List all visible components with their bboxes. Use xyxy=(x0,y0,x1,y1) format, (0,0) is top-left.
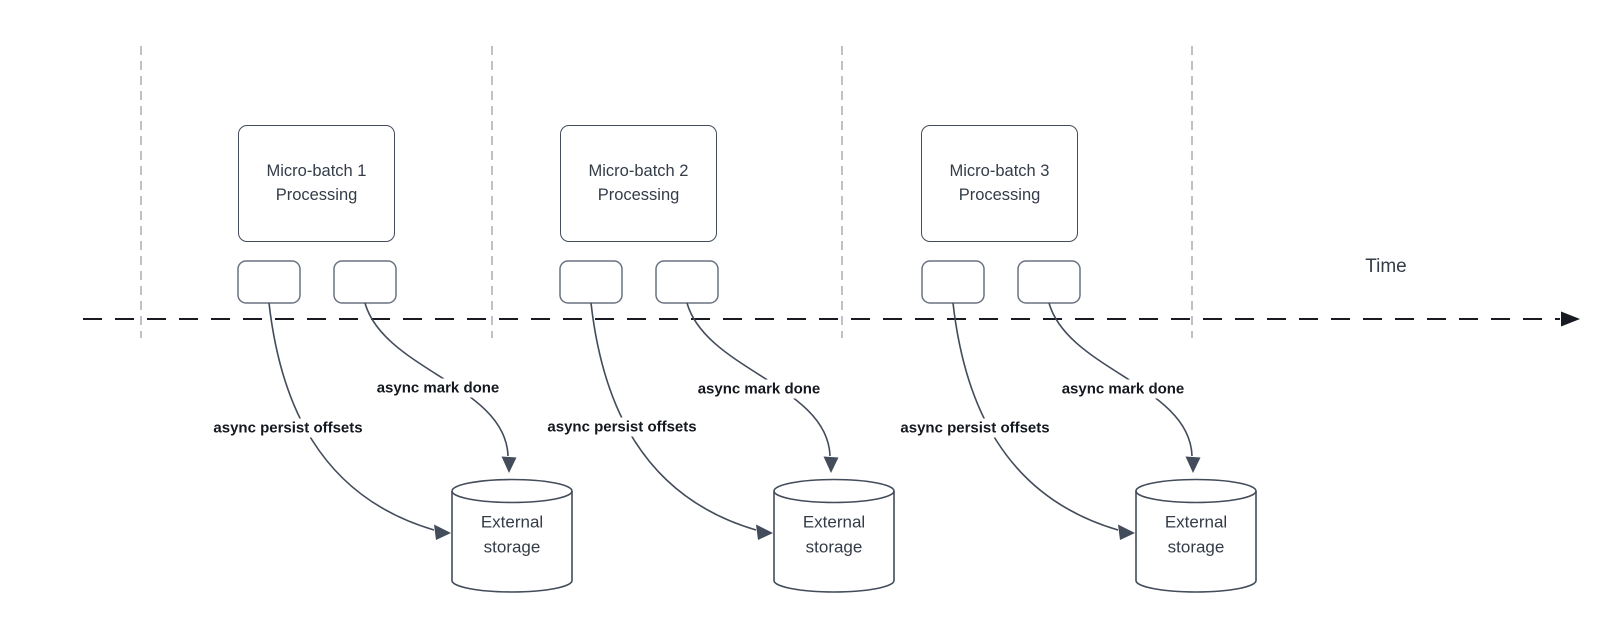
mark-done-arrowhead-icon xyxy=(501,456,517,473)
persist-offsets-label: async persist offsets xyxy=(897,418,1053,438)
micro-batch-2-processing-box: Micro-batch 2 Processing xyxy=(560,125,717,242)
mark-done-arrowhead-icon xyxy=(1185,456,1201,473)
external-storage-cylinder-lid xyxy=(1135,490,1257,504)
mark-done-box xyxy=(333,260,397,304)
micro-batch-2-title: Micro-batch 2 Processing xyxy=(588,162,689,204)
mark-done-box xyxy=(655,260,719,304)
external-storage-cylinder xyxy=(1135,478,1257,593)
mark-done-arrow xyxy=(364,302,509,457)
external-storage-label: External storage xyxy=(1164,512,1228,556)
persist-offsets-arrowhead-icon xyxy=(756,524,773,540)
persist-offsets-box xyxy=(921,260,985,304)
mark-done-arrowhead-icon xyxy=(823,456,839,473)
mark-done-arrow xyxy=(1048,302,1193,457)
micro-batch-3-title: Micro-batch 3 Processing xyxy=(949,162,1050,204)
section-1-graphics xyxy=(237,260,573,593)
persist-offsets-arrow xyxy=(268,302,435,531)
time-axis-arrowhead-icon xyxy=(1561,311,1580,327)
persist-offsets-arrow xyxy=(590,302,757,531)
persist-offsets-label: async persist offsets xyxy=(210,418,366,438)
mark-done-arrow xyxy=(686,302,831,457)
external-storage-cylinder-lid xyxy=(451,490,573,504)
micro-batch-3-processing-box: Micro-batch 3 Processing xyxy=(921,125,1078,242)
external-storage-label: External storage xyxy=(802,512,866,556)
mark-done-label: async mark done xyxy=(694,379,824,399)
micro-batch-1-processing-box: Micro-batch 1 Processing xyxy=(238,125,395,242)
persist-offsets-arrowhead-icon xyxy=(434,524,451,540)
persist-offsets-box xyxy=(237,260,301,304)
time-axis-label: Time xyxy=(1365,256,1407,277)
mark-done-label: async mark done xyxy=(373,378,503,398)
external-storage-cylinder-lid xyxy=(773,490,895,504)
external-storage-label: External storage xyxy=(480,512,544,556)
persist-offsets-label: async persist offsets xyxy=(544,417,700,437)
micro-batch-1-title: Micro-batch 1 Processing xyxy=(266,162,367,204)
mark-done-label: async mark done xyxy=(1058,379,1188,399)
section-3-graphics xyxy=(921,260,1257,593)
persist-offsets-arrow xyxy=(952,302,1119,531)
persist-offsets-arrowhead-icon xyxy=(1118,524,1135,540)
external-storage-cylinder xyxy=(773,478,895,593)
persist-offsets-box xyxy=(559,260,623,304)
external-storage-cylinder xyxy=(451,478,573,593)
mark-done-box xyxy=(1017,260,1081,304)
section-2-graphics xyxy=(559,260,895,593)
